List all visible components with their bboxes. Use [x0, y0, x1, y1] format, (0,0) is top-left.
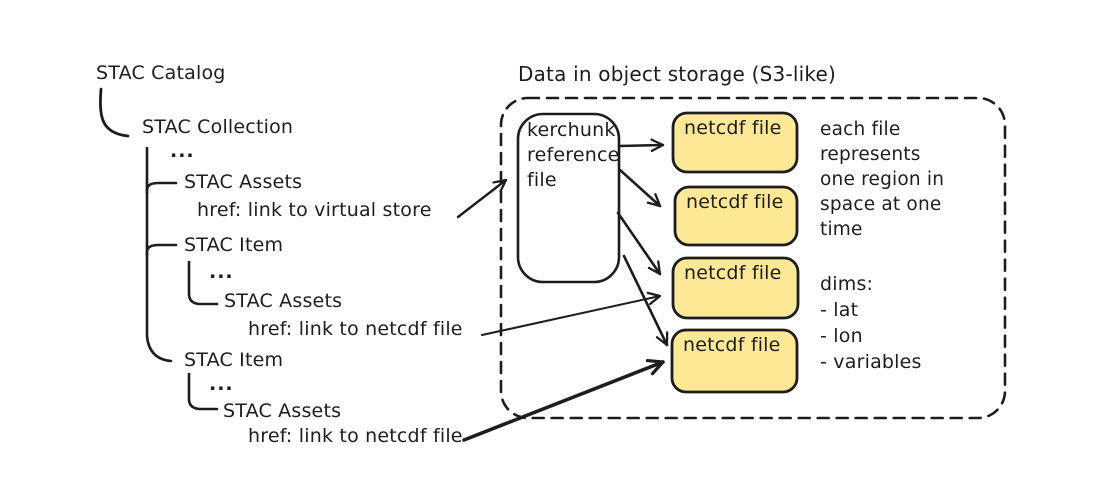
stac-item1-label: STAC Item: [184, 234, 284, 256]
netcdf-files-note: each file represents one region in space…: [820, 119, 945, 240]
item2-assets-label: STAC Assets: [223, 400, 342, 422]
kerchunk-box-label: kerchunk reference file: [527, 119, 620, 191]
stac-assets-label: STAC Assets: [184, 171, 303, 193]
item2-ellipsis: ...: [209, 373, 234, 395]
dims-variables: - variables: [820, 351, 922, 373]
stac-item2-label: STAC Item: [184, 349, 284, 371]
netcdf-box-3: [671, 256, 800, 320]
netcdf-box-2-label: netcdf file: [686, 191, 784, 213]
arrow-kerchunk-to-netcdf3: [616, 211, 662, 276]
arrow-item1-href-to-netcdf3: [481, 291, 662, 336]
item2-href-netcdf: href: link to netcdf file: [248, 425, 463, 447]
item1-subtree-line: [187, 260, 219, 306]
arrow-item2-href-to-netcdf4: [462, 358, 665, 442]
assets-href-virtual-store: href: link to virtual store: [197, 199, 432, 221]
netcdf-box-1-label: netcdf file: [684, 117, 782, 139]
stac-collection-label: STAC Collection: [142, 116, 294, 138]
item1-href-netcdf: href: link to netcdf file: [248, 318, 463, 340]
netcdf-box-4-label: netcdf file: [683, 334, 781, 356]
dims-block: dims: - lat - lon - variables: [820, 271, 922, 375]
object-storage-boundary: [499, 96, 1007, 420]
item1-assets-label: STAC Assets: [224, 290, 343, 312]
item1-ellipsis: ...: [209, 261, 234, 283]
arrow-kerchunk-to-netcdf1: [617, 138, 665, 153]
dims-heading: dims:: [820, 273, 874, 295]
netcdf-box-4: [670, 328, 799, 394]
collection-ellipsis: ...: [170, 140, 195, 162]
netcdf-box-2: [673, 185, 799, 247]
netcdf-box-1: [671, 111, 799, 174]
branch-tick-assets: [145, 181, 178, 195]
object-storage-title: Data in object storage (S3-like): [518, 62, 836, 86]
arrow-virtual-store-to-kerchunk: [456, 178, 508, 219]
arrow-kerchunk-to-netcdf4: [622, 254, 669, 347]
branch-tick-item1: [145, 243, 178, 257]
collection-trunk-line: [145, 146, 173, 363]
edge-catalog-to-collection: [99, 87, 130, 138]
stac-catalog-label: STAC Catalog: [96, 62, 226, 84]
kerchunk-box: [516, 112, 621, 284]
netcdf-box-3-label: netcdf file: [684, 262, 782, 284]
item2-subtree-line: [187, 372, 219, 411]
dims-lon: - lon: [820, 325, 863, 347]
dims-lat: - lat: [820, 299, 859, 321]
arrow-kerchunk-to-netcdf2: [618, 168, 662, 208]
